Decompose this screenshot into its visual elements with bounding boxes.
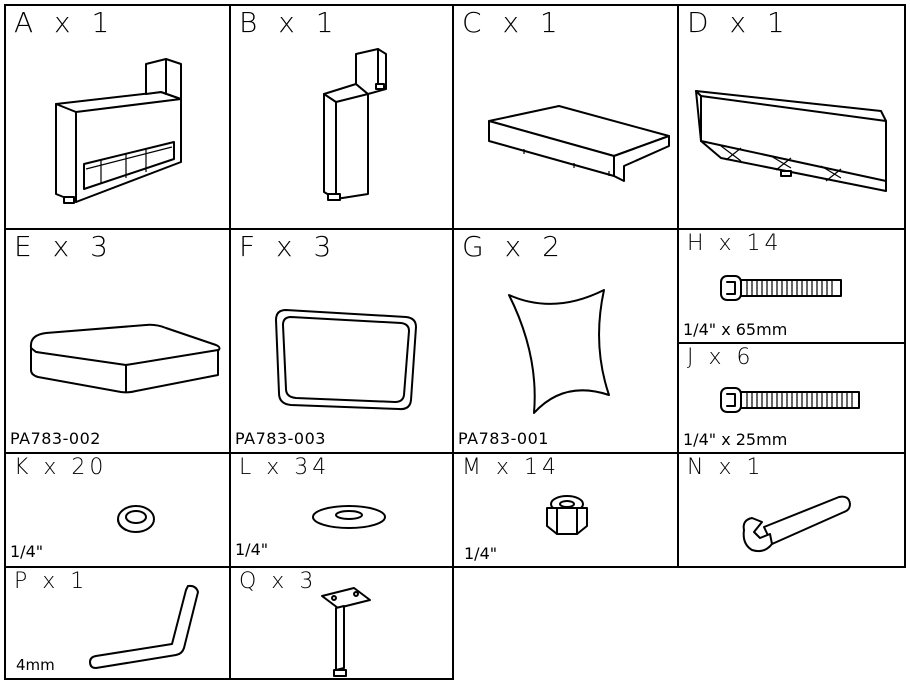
part-label-j: J x 6: [687, 345, 755, 370]
part-label-g: G x 2: [462, 230, 566, 263]
part-label-k: K x 20: [14, 455, 108, 480]
wrench-n-illustration: [742, 495, 851, 553]
part-cell-a: A x 1: [4, 4, 231, 230]
part-cell-e: E x 3 PA783-002: [4, 228, 231, 454]
sofa-arm-section-b-illustration: [323, 48, 387, 201]
part-label-p: P x 1: [14, 569, 89, 594]
part-cell-f: F x 3 PA783-003: [229, 228, 454, 454]
allen-key-p-illustration: [89, 584, 199, 669]
part-cell-l: L x 34 1/4": [229, 452, 454, 568]
seat-cushion-e-illustration: [29, 323, 221, 394]
part-cell-j: J x 6 1/4" x 25mm: [677, 342, 906, 454]
part-label-l: L x 34: [239, 455, 331, 480]
part-cell-h: H x 14 1/4" x 65mm: [677, 228, 906, 344]
part-cell-n: N x 1: [677, 452, 906, 568]
throw-pillow-g-illustration: [508, 289, 610, 414]
part-size-l: 1/4": [235, 540, 269, 559]
part-size-p: 4mm: [16, 656, 55, 674]
bolt-65mm-h-illustration: [720, 275, 842, 301]
sofa-seat-section-c-illustration: [488, 105, 670, 182]
part-label-m: M x 14: [462, 455, 560, 480]
part-cell-b: B x 1: [229, 4, 454, 230]
bolt-25mm-j-illustration: [720, 387, 860, 413]
sofa-back-section-d-illustration: [695, 90, 887, 192]
part-size-h: 1/4" x 65mm: [683, 320, 788, 339]
sofa-arm-section-a-illustration: [55, 58, 182, 204]
part-label-h: H x 14: [687, 231, 783, 256]
split-washer-k-illustration: [117, 505, 155, 533]
back-cushion-f-illustration: [275, 309, 417, 411]
part-cell-c: C x 1: [452, 4, 679, 230]
part-code-e: PA783-002: [10, 429, 101, 448]
part-label-b: B x 1: [239, 6, 340, 39]
part-label-e: E x 3: [14, 230, 114, 263]
part-cell-g: G x 2 PA783-001: [452, 228, 679, 454]
part-cell-q: Q x 3: [229, 566, 454, 680]
lock-nut-m-illustration: [546, 495, 588, 535]
part-size-k: 1/4": [10, 542, 44, 561]
part-label-q: Q x 3: [239, 569, 318, 594]
sofa-leg-q-illustration: [321, 587, 371, 677]
part-cell-k: K x 20 1/4": [4, 452, 231, 568]
part-size-j: 1/4" x 25mm: [683, 430, 788, 449]
part-cell-m: M x 14 1/4": [452, 452, 679, 568]
part-code-g: PA783-001: [458, 429, 549, 448]
flat-washer-l-illustration: [312, 505, 386, 529]
part-label-f: F x 3: [239, 230, 338, 263]
part-size-m: 1/4": [464, 544, 498, 563]
part-cell-p: P x 1 4mm: [4, 566, 231, 680]
part-label-a: A x 1: [14, 6, 116, 39]
part-label-c: C x 1: [462, 6, 564, 39]
part-label-d: D x 1: [687, 6, 791, 39]
part-label-n: N x 1: [687, 455, 765, 480]
part-cell-d: D x 1: [677, 4, 906, 230]
part-code-f: PA783-003: [235, 429, 326, 448]
